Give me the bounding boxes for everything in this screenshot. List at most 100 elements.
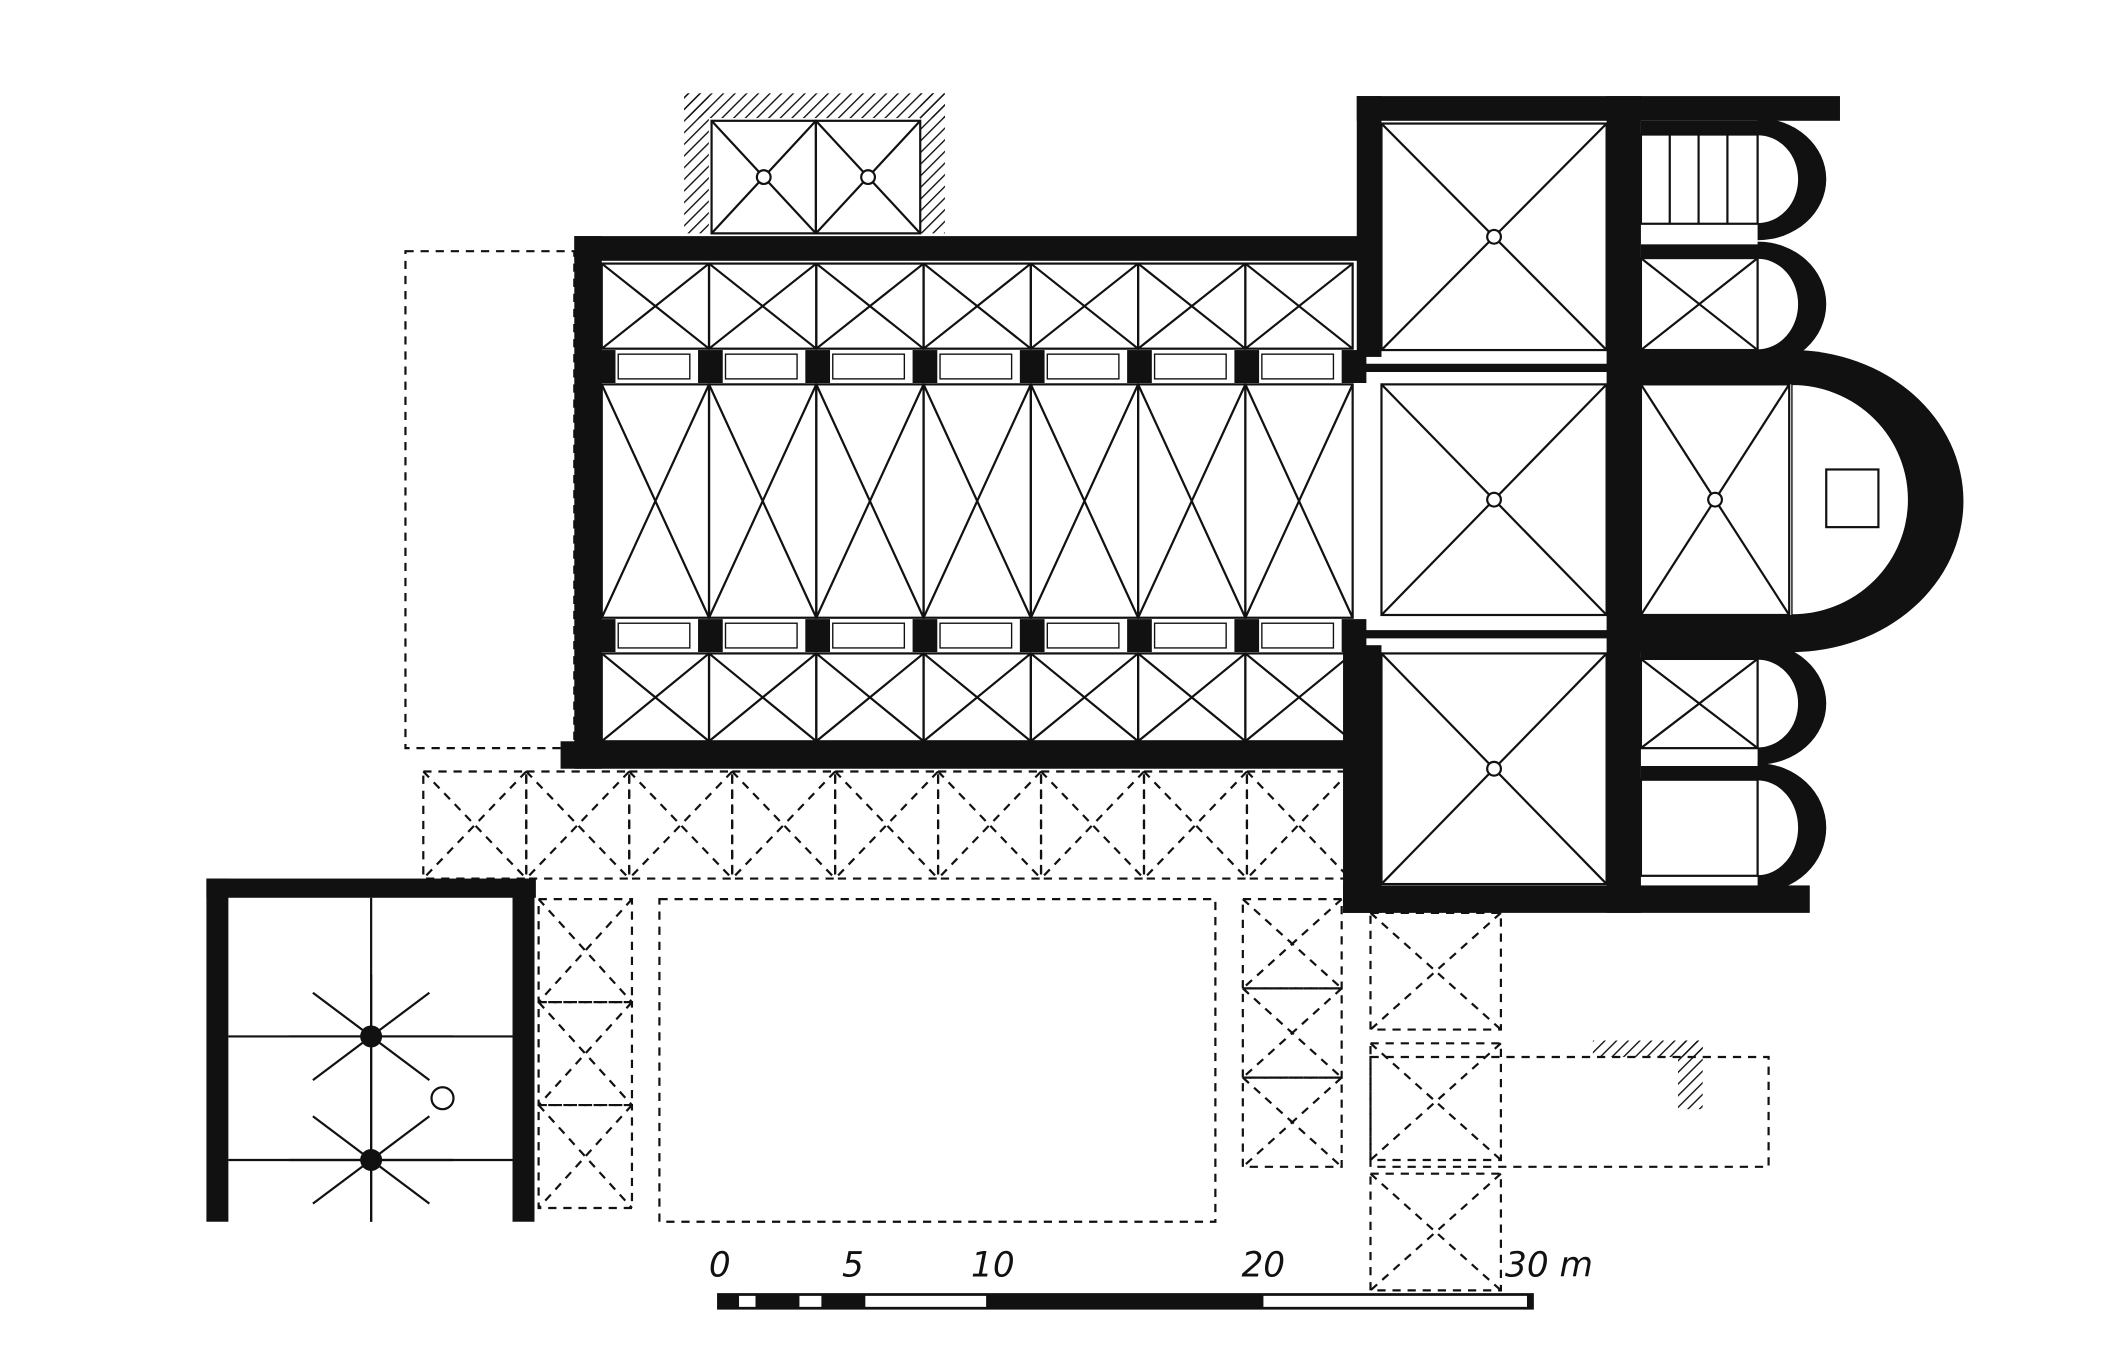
arcade-opening-north — [617, 353, 691, 380]
chapter-house-east-wall — [512, 878, 535, 1222]
chapter-house-rib — [312, 991, 372, 1038]
cloister-south-walk-bay-rib — [937, 770, 1042, 880]
cloister-south-walk-bay-rib — [937, 770, 1042, 880]
cloister-east-walk-bay-rib — [1242, 898, 1343, 990]
arcade-pier-north — [590, 350, 616, 383]
cloister-south-walk-bay-rib — [834, 770, 939, 880]
south-aisle-vault-rib — [1244, 652, 1354, 743]
cloister-east-walk-bay-outline — [1241, 898, 1343, 990]
north-chapel-vault-rib — [1640, 257, 1759, 351]
arcade-pier-south — [1127, 619, 1152, 653]
chapter-house-well — [430, 1086, 455, 1111]
nave-vault-rib — [922, 383, 1032, 619]
annex-vault-west-boss — [755, 169, 772, 186]
annex-east-wall — [920, 93, 945, 234]
arcade-opening-south — [832, 622, 906, 649]
annex-north-wall — [684, 93, 945, 119]
chapter-house-rib — [312, 1035, 372, 1081]
cloister-east-walk-bay-outline — [1241, 1076, 1343, 1168]
chapter-house-rib — [370, 1115, 431, 1161]
arcade-pier-north — [1019, 350, 1045, 383]
cloister-garth — [658, 898, 1217, 1223]
arcade-pier-south — [590, 619, 616, 653]
transept-northwest-wall — [1356, 96, 1382, 357]
cloister-south-walk-bay-rib — [1246, 770, 1351, 880]
annex-west-wall — [684, 93, 709, 234]
arcade-opening-north — [939, 353, 1013, 380]
transept-southwest-wall — [1343, 645, 1382, 913]
east-range-bay-rib — [1369, 912, 1502, 1031]
scale-label-20: 20 — [1241, 1246, 1285, 1286]
southeast-chapel-room — [1639, 778, 1759, 877]
southeast-chapel-apse — [1756, 779, 1800, 877]
chapter-house-rib — [370, 991, 431, 1038]
north-stair-chapel-apse — [1756, 133, 1800, 225]
crossing-vault-outline — [1380, 383, 1608, 617]
north-stair-chapel-wall-top — [1640, 120, 1772, 135]
walls — [206, 93, 1964, 1310]
cloister-west-walk-bay-rib — [537, 1104, 633, 1209]
cloister-west-walk-bay-rib — [537, 1001, 633, 1106]
chapter-house-west-wall — [206, 878, 229, 1222]
south-aisle-vault-rib — [1030, 652, 1139, 743]
altar — [1825, 468, 1880, 529]
scale-bar-segment — [865, 1295, 987, 1307]
buttress-hatched — [1592, 1040, 1703, 1058]
chapter-house-rib — [312, 1159, 372, 1205]
north-aisle-vault-rib — [601, 262, 710, 350]
north-aisle-vault-rib — [1030, 262, 1139, 350]
east-range-bay-rib — [1369, 1172, 1502, 1292]
nave-vault-rib — [815, 383, 925, 619]
arcade-pier-south — [698, 619, 723, 653]
annex-vault-east-boss — [860, 169, 877, 186]
transept-south-wall — [1343, 885, 1810, 913]
south-aisle-vault-rib — [601, 652, 710, 743]
cloister-south-walk-bay-rib — [731, 770, 836, 880]
cloister-east-walk-bay-outline — [1241, 987, 1343, 1079]
north-transept-vault-outline — [1380, 122, 1608, 352]
east-range-bay-rib — [1369, 1042, 1502, 1161]
scale-bar-segment — [1263, 1295, 1527, 1307]
nave-west-wall — [574, 236, 602, 769]
chapter-house-rib — [370, 1035, 431, 1081]
east-range-bay-rib — [1369, 1172, 1502, 1292]
arcade-opening-south — [617, 622, 691, 649]
cloister-south-walk-bay-rib — [1246, 770, 1351, 880]
south-aisle-vault-rib — [708, 652, 817, 743]
nave-vault-rib — [1244, 383, 1354, 619]
cloister-south-walk-bay-rib — [525, 770, 631, 880]
arcade-opening-south — [1153, 622, 1227, 649]
arcade-opening-north — [724, 353, 798, 380]
north-aisle-vault-rib — [815, 262, 925, 350]
arcade-opening-north — [1153, 353, 1227, 380]
cloister-south-walk-bay-rib — [834, 770, 939, 880]
scale-label-5: 5 — [842, 1246, 864, 1286]
cloister-south-walk-bay-rib — [525, 770, 631, 880]
buttress-hatched — [1677, 1040, 1703, 1110]
choir-vault-boss — [1707, 491, 1724, 508]
south-chapel-vault-outline — [1639, 657, 1759, 750]
cloister-south-walk-bay-rib — [628, 770, 733, 880]
arcade-pier-north — [1234, 350, 1260, 383]
north-aisle-vault-rib — [922, 262, 1032, 350]
cloister-south-walk-bay-rib — [1040, 770, 1145, 880]
arcade-pier-south — [912, 619, 938, 653]
scale-label-0: 0 — [709, 1246, 731, 1286]
transept-east-wall — [1606, 96, 1641, 913]
cloister-south-walk-bay-rib — [1040, 770, 1145, 880]
south-aisle-vault-outline — [1244, 652, 1354, 743]
cloister-west-walk-bay-outline — [537, 1103, 634, 1210]
chapter-house-rib — [370, 1159, 431, 1205]
south-chapel-wall-top — [1640, 645, 1772, 659]
cloister-west-walk-bay-rib — [537, 1104, 633, 1209]
nave-vault-rib — [1029, 383, 1140, 619]
nave-vault-rib — [1137, 383, 1247, 619]
arcade-pier-north — [912, 350, 938, 383]
arcade-opening-south — [939, 622, 1013, 649]
arcade-opening-north — [832, 353, 906, 380]
south-transept-vault-outline — [1380, 652, 1608, 886]
arcade-opening-south — [1046, 622, 1120, 649]
cloister-dashed — [404, 250, 1770, 1292]
cloister-south-walk-bay-rib — [1143, 770, 1248, 880]
north-aisle-vault-rib — [1244, 262, 1354, 350]
